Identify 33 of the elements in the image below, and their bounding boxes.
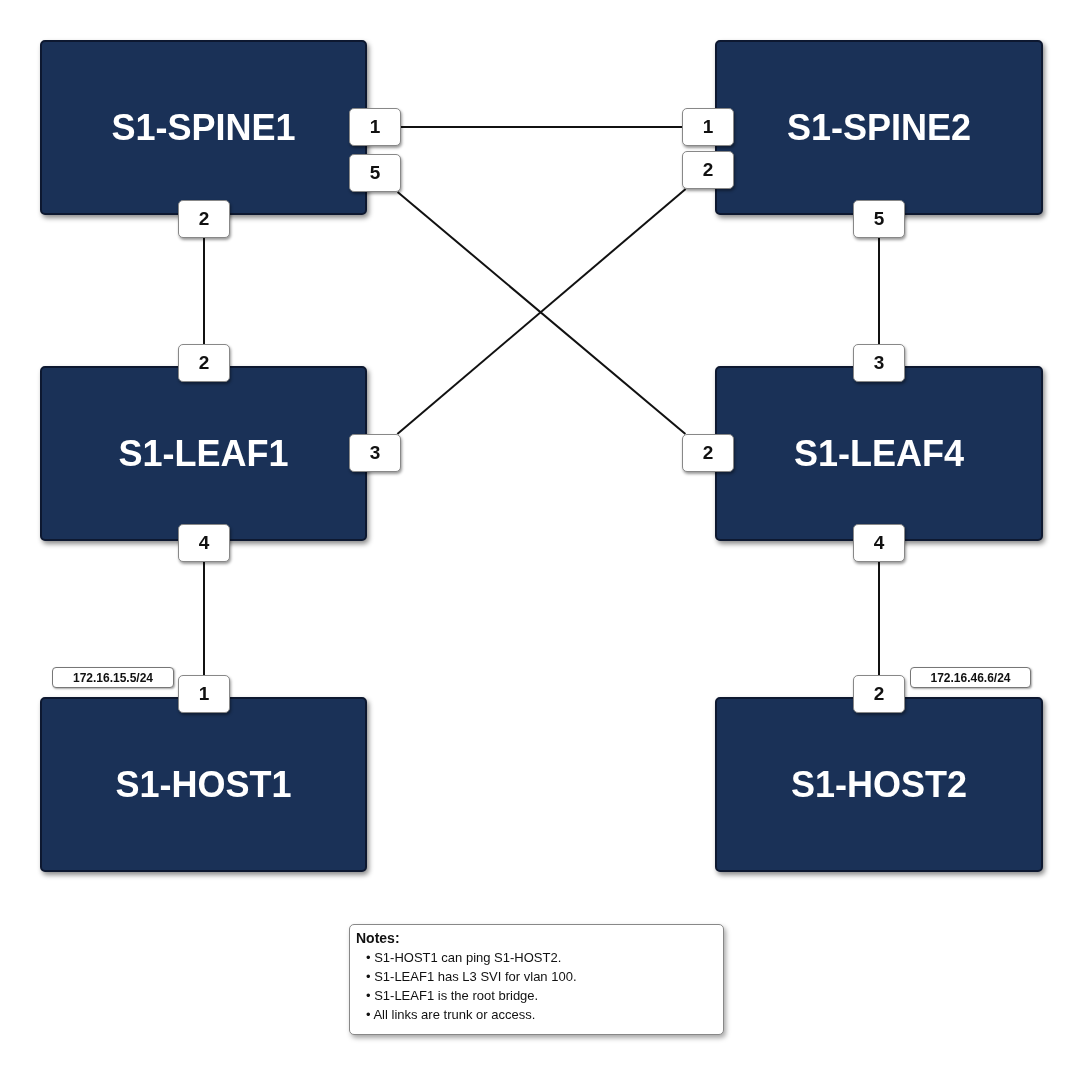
link-line — [203, 237, 205, 345]
device-label: S1-HOST1 — [115, 763, 292, 806]
ip-address-label: 172.16.46.6/24 — [910, 667, 1031, 688]
port-label: 3 — [349, 434, 401, 472]
port-label: 3 — [853, 344, 905, 382]
port-label: 2 — [178, 344, 230, 382]
port-label: 1 — [178, 675, 230, 713]
note-text: • S1-LEAF1 is the root bridge. — [366, 987, 540, 1005]
device-label: S1-SPINE2 — [786, 106, 972, 149]
device-label: S1-LEAF1 — [118, 432, 289, 475]
port-label: 2 — [682, 151, 734, 189]
port-label: 2 — [682, 434, 734, 472]
port-label: 2 — [178, 200, 230, 238]
port-label: 5 — [349, 154, 401, 192]
notes-box — [349, 924, 724, 1035]
link-line — [400, 126, 683, 128]
port-label: 5 — [853, 200, 905, 238]
notes-heading: Notes: — [356, 930, 401, 946]
port-label: 4 — [178, 524, 230, 562]
port-label: 1 — [349, 108, 401, 146]
link-line — [878, 237, 880, 345]
port-label: 1 — [682, 108, 734, 146]
link-line — [878, 561, 880, 676]
note-text: • S1-HOST1 can ping S1-HOST2. — [366, 949, 563, 967]
link-line — [203, 561, 205, 676]
device-label: S1-LEAF4 — [793, 432, 964, 475]
note-text: • All links are trunk or access. — [366, 1006, 537, 1024]
ip-address-label: 172.16.15.5/24 — [52, 667, 174, 688]
device-label: S1-HOST2 — [790, 763, 967, 806]
port-label: 4 — [853, 524, 905, 562]
port-label: 2 — [853, 675, 905, 713]
note-text: • S1-LEAF1 has L3 SVI for vlan 100. — [366, 968, 578, 986]
device-label: S1-SPINE1 — [111, 106, 296, 149]
